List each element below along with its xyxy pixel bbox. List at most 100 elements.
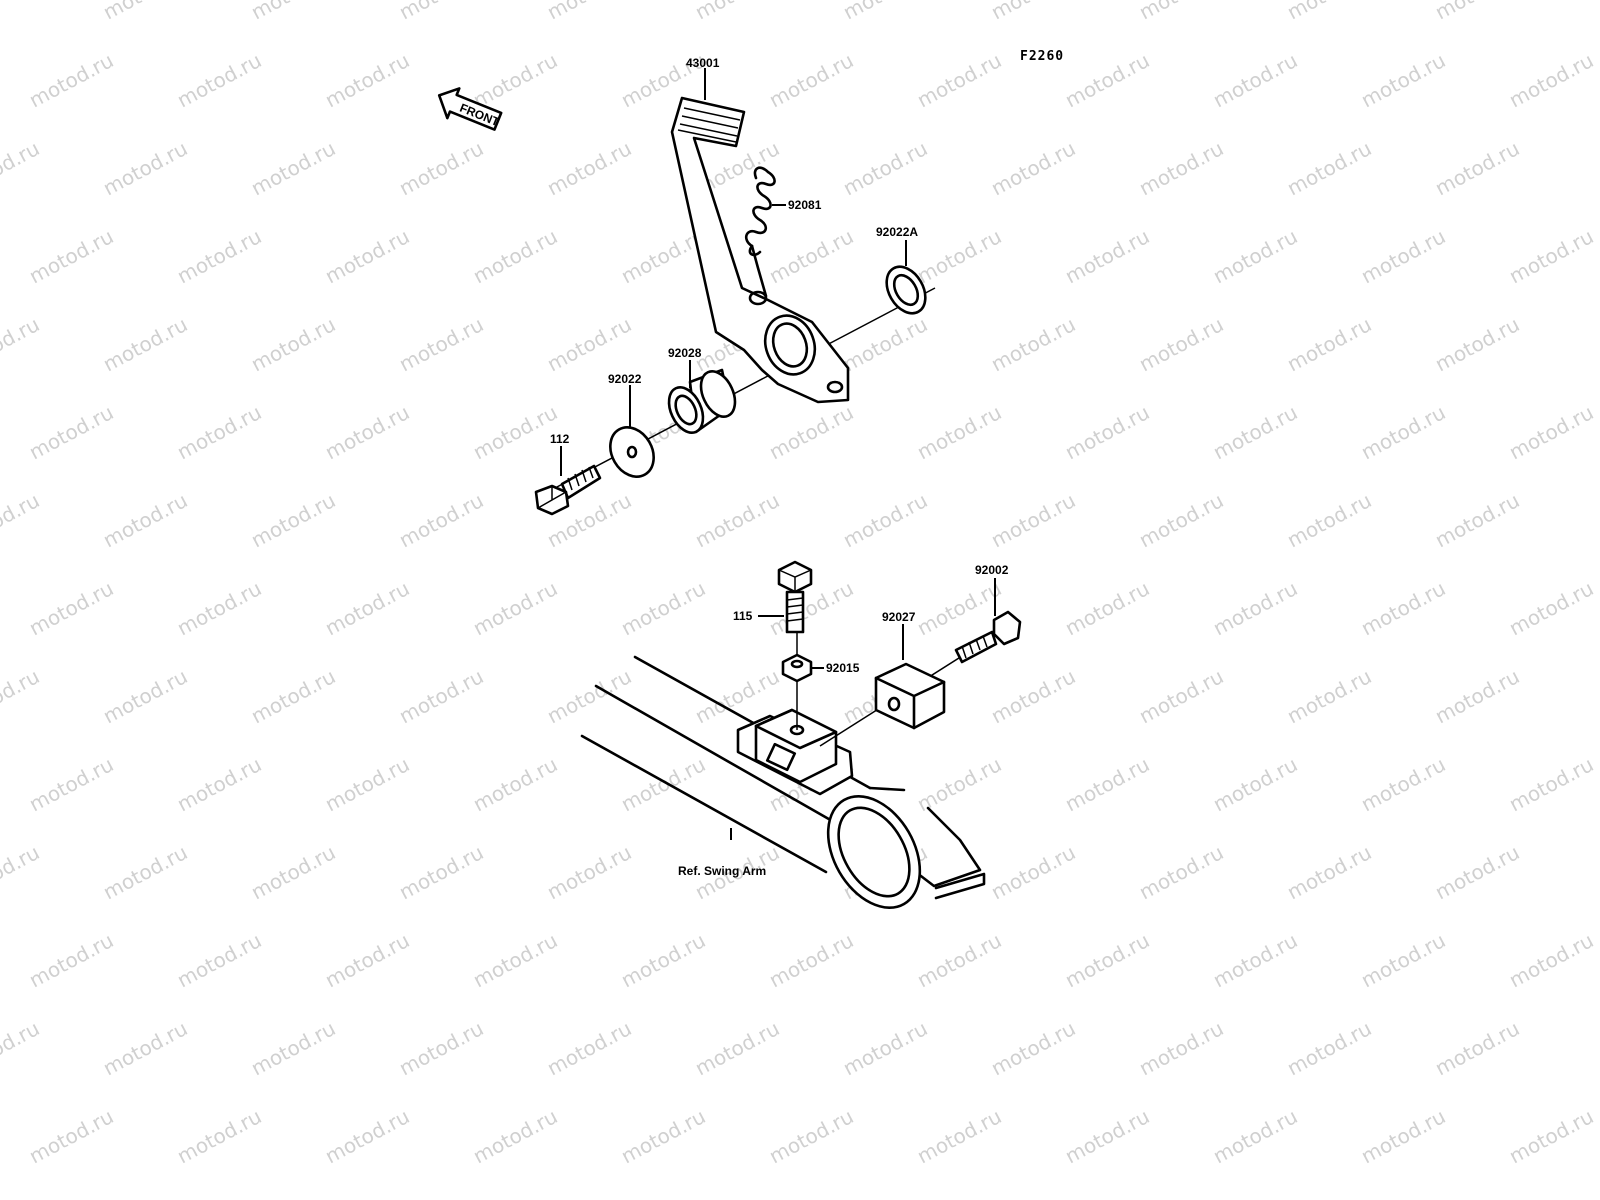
watermark-text: motod.ru — [1209, 224, 1301, 288]
watermark-text: motod.ru — [1431, 488, 1523, 552]
label-brake-pedal: 43001 — [686, 56, 720, 70]
watermark-text: motod.ru — [987, 0, 1079, 24]
bolt-adjust — [954, 610, 1022, 664]
watermark-text: motod.ru — [321, 576, 413, 640]
watermark-text: motod.ru — [321, 928, 413, 992]
label-stopper: 92027 — [882, 610, 916, 624]
label-spring: 92081 — [788, 198, 822, 212]
watermark-text: motod.ru — [321, 48, 413, 112]
watermark-text: motod.ru — [543, 840, 635, 904]
watermark-text: motod.ru — [765, 576, 857, 640]
watermark-text: motod.ru — [913, 224, 1005, 288]
watermark-text: motod.ru — [1431, 312, 1523, 376]
watermark-text: motod.ru — [765, 928, 857, 992]
spring — [744, 166, 776, 298]
watermark-text: motod.ru — [395, 1016, 487, 1080]
watermark-text: motod.ru — [395, 664, 487, 728]
watermark-text: motod.ru — [765, 400, 857, 464]
watermark-text: motod.ru — [1505, 752, 1597, 816]
watermark-text: motod.ru — [1135, 136, 1227, 200]
watermark-text: motod.ru — [0, 664, 43, 728]
watermark-text: motod.ru — [1505, 224, 1597, 288]
watermark-text: motod.ru — [395, 0, 487, 24]
watermark-text: motod.ru — [173, 1104, 265, 1168]
watermark-text: motod.ru — [395, 840, 487, 904]
watermark-text: motod.ru — [1135, 312, 1227, 376]
watermark-text: motod.ru — [839, 312, 931, 376]
watermark-text: motod.ru — [1061, 1104, 1153, 1168]
leader-lines — [560, 68, 996, 840]
watermark-text: motod.ru — [469, 1104, 561, 1168]
watermark-text: motod.ru — [1283, 0, 1375, 24]
watermark-text: motod.ru — [1283, 312, 1375, 376]
watermark-text: motod.ru — [1357, 48, 1449, 112]
label-collar: 92028 — [668, 346, 702, 360]
watermark-text: motod.ru — [543, 136, 635, 200]
watermark-text: motod.ru — [1061, 400, 1153, 464]
watermark-text: motod.ru — [1283, 488, 1375, 552]
watermark-text: motod.ru — [543, 664, 635, 728]
watermark-text: motod.ru — [839, 488, 931, 552]
watermark-text: motod.ru — [1505, 576, 1597, 640]
watermark-text: motod.ru — [765, 224, 857, 288]
watermark-text: motod.ru — [247, 664, 339, 728]
watermark-text: motod.ru — [617, 576, 709, 640]
watermark-text: motod.ru — [1061, 928, 1153, 992]
watermark-text: motod.ru — [321, 1104, 413, 1168]
watermark-text: motod.ru — [25, 576, 117, 640]
watermark-text: motod.ru — [247, 312, 339, 376]
watermark-text: motod.ru — [839, 0, 931, 24]
watermark-text: motod.ru — [1209, 928, 1301, 992]
watermark-text: motod.ru — [1431, 136, 1523, 200]
watermark-text: motod.ru — [247, 488, 339, 552]
watermark-text: motod.ru — [1357, 576, 1449, 640]
watermark-text: motod.ru — [321, 752, 413, 816]
watermark-text: motod.ru — [0, 840, 43, 904]
watermark-text: motod.ru — [0, 136, 43, 200]
watermark-text: motod.ru — [0, 488, 43, 552]
watermark-text: motod.ru — [765, 1104, 857, 1168]
watermark-text: motod.ru — [987, 664, 1079, 728]
watermark-text: motod.ru — [1283, 664, 1375, 728]
watermark-text: motod.ru — [765, 48, 857, 112]
watermark-text: motod.ru — [913, 928, 1005, 992]
watermark-text: motod.ru — [25, 752, 117, 816]
label-bolt-vertical: 115 — [733, 609, 753, 623]
watermark-text: motod.ru — [987, 840, 1079, 904]
watermark-text: motod.ru — [1357, 1104, 1449, 1168]
watermark-text: motod.ru — [99, 136, 191, 200]
watermark-text: motod.ru — [173, 48, 265, 112]
watermark-text: motod.ru — [1135, 664, 1227, 728]
watermark-text: motod.ru — [469, 928, 561, 992]
swing-arm — [580, 655, 986, 909]
watermark-text: motod.ru — [1209, 400, 1301, 464]
watermark-text: motod.ru — [1431, 0, 1523, 24]
watermark-text: motod.ru — [1431, 1016, 1523, 1080]
watermark-text: motod.ru — [25, 224, 117, 288]
watermark-text: motod.ru — [469, 224, 561, 288]
watermark-text: motod.ru — [99, 312, 191, 376]
watermark-text: motod.ru — [25, 48, 117, 112]
watermark-text: motod.ru — [913, 576, 1005, 640]
washer-a — [885, 265, 927, 315]
watermark-text: motod.ru — [913, 1104, 1005, 1168]
watermark-text: motod.ru — [173, 752, 265, 816]
watermark-text: motod.ru — [617, 928, 709, 992]
ref-swing-arm-label: Ref. Swing Arm — [678, 864, 766, 878]
watermark-text: motod.ru — [1061, 48, 1153, 112]
watermark-text: motod.ru — [987, 1016, 1079, 1080]
watermark-text: motod.ru — [173, 928, 265, 992]
watermark-text: motod.ru — [1505, 1104, 1597, 1168]
watermark-text: motod.ru — [1283, 1016, 1375, 1080]
watermark-text: motod.ru — [99, 488, 191, 552]
watermark-text: motod.ru — [691, 1016, 783, 1080]
watermark-text: motod.ru — [247, 840, 339, 904]
watermark-text: motod.ru — [839, 136, 931, 200]
watermark-text: motod.ru — [1505, 928, 1597, 992]
collar — [667, 368, 737, 434]
watermark-text: motod.ru — [99, 664, 191, 728]
watermark-text: motod.ru — [469, 752, 561, 816]
watermark-text: motod.ru — [173, 400, 265, 464]
watermark-text: motod.ru — [1135, 840, 1227, 904]
